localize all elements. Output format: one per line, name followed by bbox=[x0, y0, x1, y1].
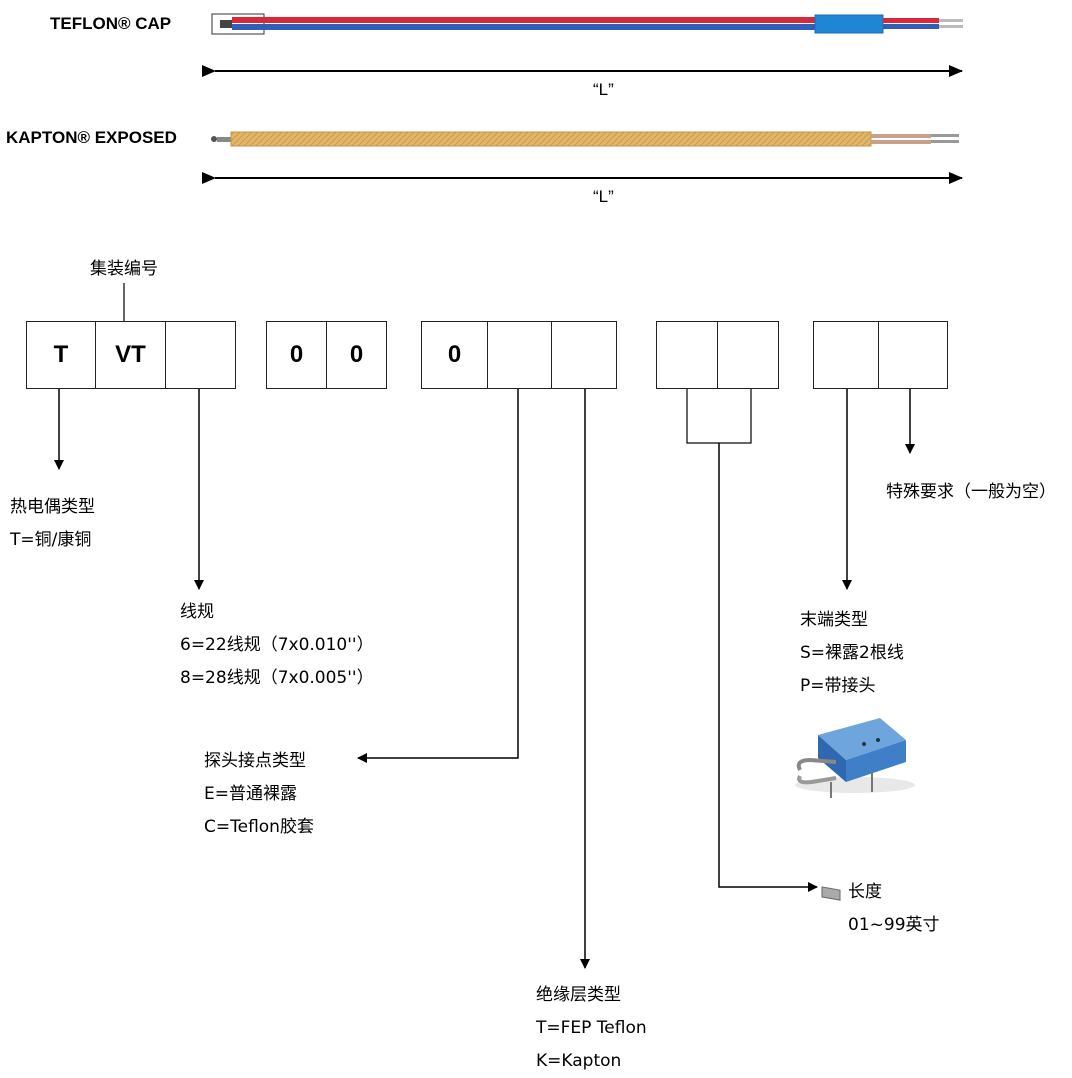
special-field: 特殊要求（一般为空） bbox=[886, 476, 1056, 509]
insulation-field: 绝缘层类型 T=FEP Teflon K=Kapton bbox=[536, 979, 647, 1078]
field-option: K=Kapton bbox=[536, 1051, 622, 1071]
field-option: E=普通裸露 bbox=[204, 784, 297, 804]
code-box-4: 0 bbox=[266, 321, 327, 389]
code-box-10 bbox=[717, 321, 779, 389]
termination-field: 末端类型 S=裸露2根线 P=带接头 bbox=[800, 604, 904, 703]
field-title: 特殊要求（一般为空） bbox=[886, 482, 1056, 502]
code-box-9 bbox=[656, 321, 718, 389]
field-title: 绝缘层类型 bbox=[536, 985, 621, 1005]
field-title: 长度 bbox=[848, 882, 882, 902]
field-option: S=裸露2根线 bbox=[800, 643, 904, 663]
connector-image bbox=[795, 718, 915, 901]
field-title: 探头接点类型 bbox=[204, 751, 306, 771]
assembly-label: 集装编号 bbox=[90, 259, 158, 279]
code-box-5: 0 bbox=[326, 321, 387, 389]
teflon-cap-probe bbox=[211, 13, 963, 35]
code-box-8 bbox=[551, 321, 617, 389]
field-option: C=Teflon胶套 bbox=[204, 817, 314, 837]
field-option: T=FEP Teflon bbox=[536, 1018, 647, 1038]
code-box-11 bbox=[813, 321, 879, 389]
field-option: T=铜/康铜 bbox=[10, 530, 92, 550]
junction-arrow bbox=[357, 388, 519, 763]
field-option: 6=22线规（7x0.010''） bbox=[180, 635, 374, 655]
field-title: 热电偶类型 bbox=[10, 497, 95, 517]
junction-field: 探头接点类型 E=普通裸露 C=Teflon胶套 bbox=[204, 745, 314, 844]
code-box-3 bbox=[165, 321, 236, 389]
field-title: 线规 bbox=[180, 602, 214, 622]
code-box-1: T bbox=[26, 321, 96, 389]
length-label-kapton: “L” bbox=[593, 187, 614, 206]
length-arrow bbox=[718, 443, 818, 892]
code-box-12 bbox=[878, 321, 948, 389]
code-box-6: 0 bbox=[421, 321, 488, 389]
variant-label-kapton: KAPTON® EXPOSED bbox=[6, 128, 177, 147]
field-option: 01~99英寸 bbox=[848, 915, 940, 935]
kapton-exposed-probe bbox=[211, 131, 959, 147]
gauge-field: 线规 6=22线规（7x0.010''） 8=28线规（7x0.005''） bbox=[180, 596, 374, 695]
code-box-7 bbox=[487, 321, 552, 389]
field-option: 8=28线规（7x0.005''） bbox=[180, 668, 374, 688]
length-field: 长度 01~99英寸 bbox=[848, 876, 940, 942]
variant-label-teflon: TEFLON® CAP bbox=[50, 14, 172, 33]
field-title: 末端类型 bbox=[800, 610, 868, 630]
code-box-2: VT bbox=[95, 321, 166, 389]
thermocouple-field: 热电偶类型 T=铜/康铜 bbox=[10, 491, 95, 557]
length-label-teflon: “L” bbox=[593, 80, 614, 99]
field-option: P=带接头 bbox=[800, 676, 876, 696]
